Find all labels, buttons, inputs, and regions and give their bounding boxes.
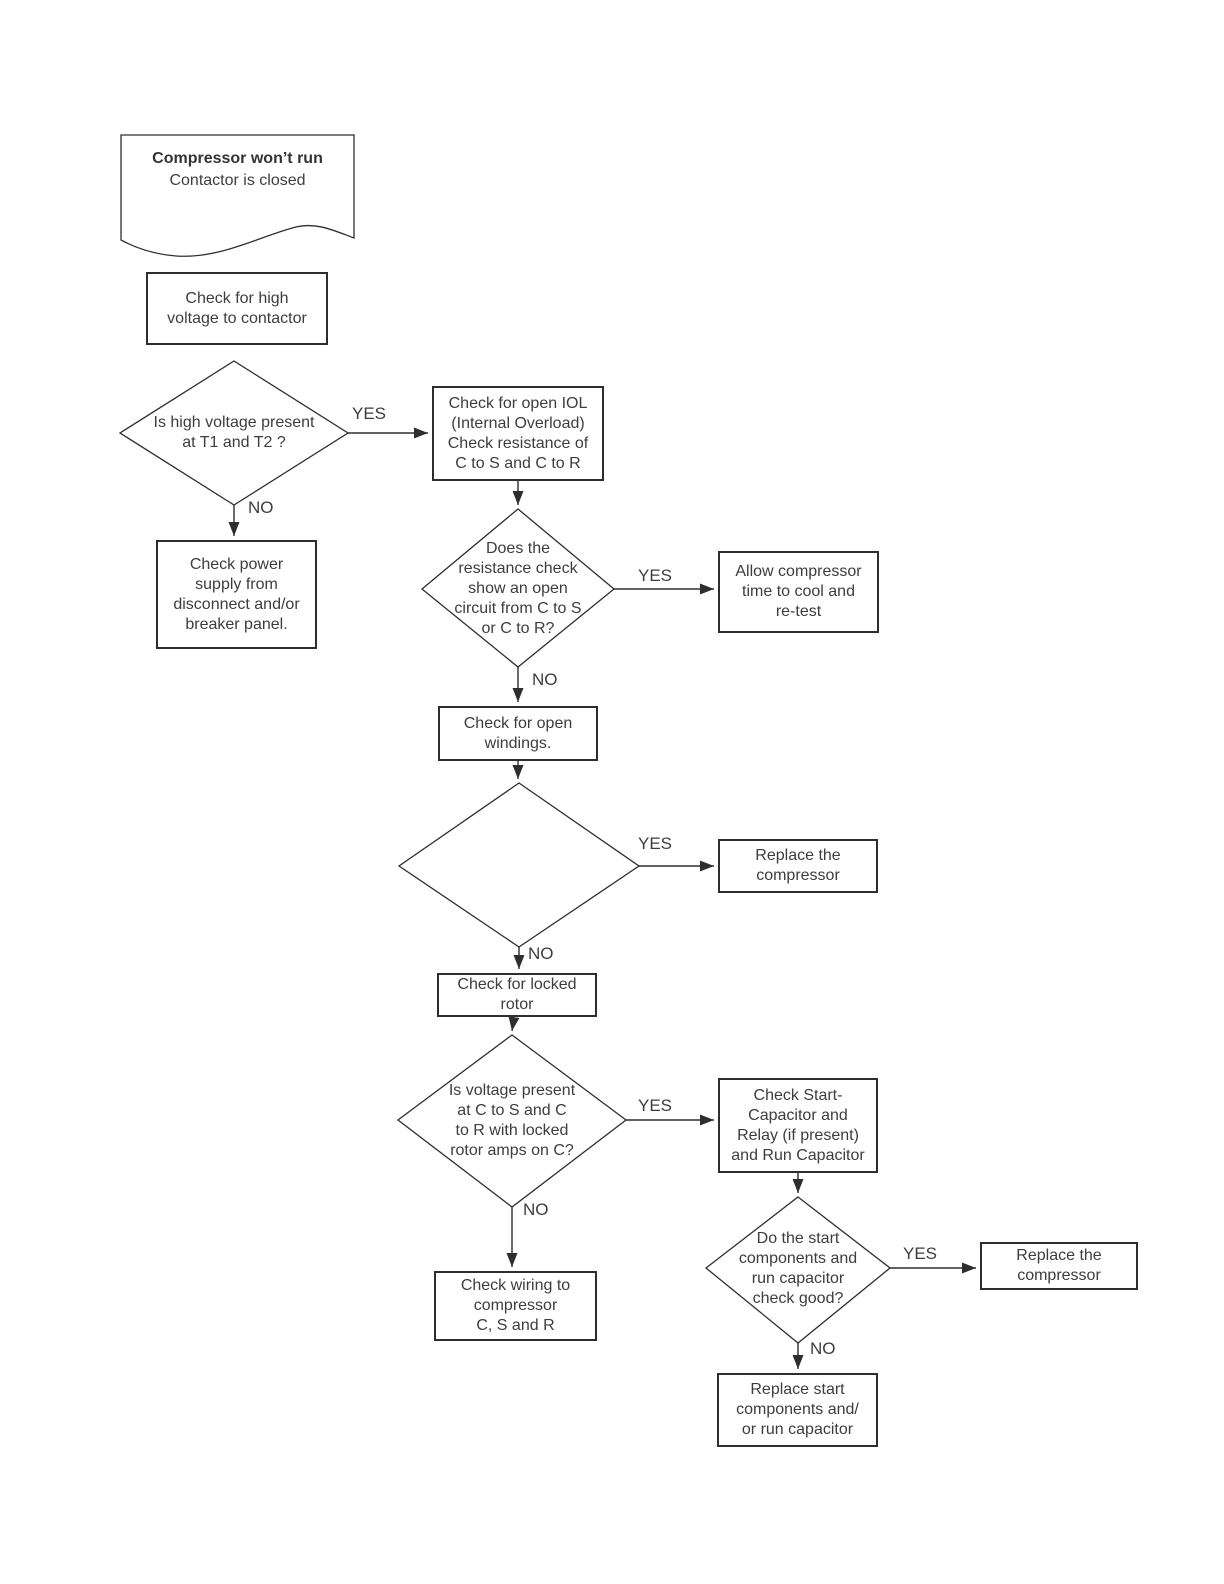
decision-high-voltage-text: Is high voltage present at T1 and T2 ? [153,414,315,451]
edge-label-start-components-no: NO [810,1339,836,1358]
start-document-subtitle: Contactor is closed [169,172,306,189]
process-replace-compressor-2: Replace the compressor [980,1242,1138,1290]
process-check-open-iol: Check for open IOL (Internal Overload) C… [432,386,604,481]
edge-label-locked-rotor-yes: YES [638,1096,673,1115]
edge-label-high-voltage-no: NO [248,498,274,517]
edge-label-blank-no: NO [528,944,554,963]
edge-label-blank-yes: YES [638,834,673,853]
process-replace-start-components: Replace start components and/ or run cap… [717,1373,878,1447]
edge-label-resistance-yes: YES [638,566,673,585]
connector-lockedrotor-to-decision [508,1016,520,1032]
edge-label-locked-rotor-no: NO [523,1200,549,1219]
process-replace-compressor-1: Replace the compressor [718,839,878,893]
start-document-title: Compressor won’t run [152,150,323,167]
decision-voltage-locked-rotor-text: Is voltage present at C to S and C to R … [448,1082,576,1159]
edge-label-high-voltage-yes: YES [352,404,387,423]
process-check-wiring: Check wiring to compressor C, S and R [434,1271,597,1341]
process-check-locked-rotor: Check for locked rotor [437,973,597,1017]
start-document-shape [120,134,355,257]
process-check-power-supply: Check power supply from disconnect and/o… [156,540,317,649]
edge-label-resistance-no: NO [532,670,558,689]
process-check-open-windings: Check for open windings. [438,706,598,761]
edge-label-start-components-yes: YES [903,1244,938,1263]
process-check-high-voltage: Check for high voltage to contactor [146,272,328,345]
decision-resistance-open-text: Does the resistance check show an open c… [454,540,582,637]
process-check-start-components: Check Start- Capacitor and Relay (if pre… [718,1078,878,1173]
start-document-node: Compressor won’t run Contactor is closed [121,148,354,210]
decision-blank-text [409,825,629,907]
process-allow-cool-retest: Allow compressor time to cool and re-tes… [718,551,879,633]
decision-start-components-text: Do the start components and run capacito… [738,1230,858,1307]
